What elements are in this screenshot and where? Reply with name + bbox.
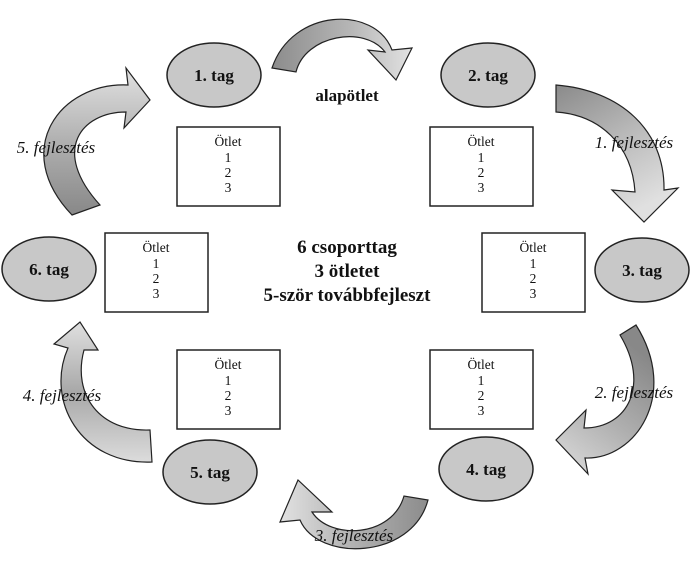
idea-item-1: 1 [225, 373, 232, 388]
member-3-label: 3. tag [622, 261, 662, 280]
arrow-fejlesztes-1 [555, 84, 680, 223]
step-label-fejlesztes-5: 5. fejlesztés [17, 138, 96, 157]
step-label-fejlesztes-1: 1. fejlesztés [595, 133, 674, 152]
step-label-fejlesztes-2: 2. fejlesztés [595, 383, 674, 402]
idea-item-3: 3 [225, 403, 232, 418]
member-1-label: 1. tag [194, 66, 234, 85]
idea-card-title: Ötlet [215, 357, 242, 372]
arrow-fejlesztes-5 [43, 65, 151, 216]
idea-item-1: 1 [530, 256, 537, 271]
idea-card-mid-right: Ötlet 1 2 3 [481, 232, 586, 313]
member-2: 2. tag [440, 42, 536, 108]
idea-card-bottom-right: Ötlet 1 2 3 [429, 349, 534, 430]
idea-card-top-right: Ötlet 1 2 3 [429, 126, 534, 207]
idea-item-1: 1 [225, 150, 232, 165]
step-label-fejlesztes-3: 3. fejlesztés [314, 526, 394, 545]
center-line-2: 3 ötletet [315, 261, 381, 282]
member-4-label: 4. tag [466, 460, 506, 479]
idea-card-title: Ötlet [143, 240, 170, 255]
idea-card-title: Ötlet [215, 134, 242, 149]
step-label-alapotlet: alapötlet [315, 86, 379, 105]
idea-card-title: Ötlet [520, 240, 547, 255]
idea-item-3: 3 [530, 286, 537, 301]
step-label-fejlesztes-4: 4. fejlesztés [23, 386, 102, 405]
member-2-label: 2. tag [468, 66, 508, 85]
idea-card-top-left: Ötlet 1 2 3 [176, 126, 281, 207]
idea-item-2: 2 [530, 271, 537, 286]
member-1: 1. tag [166, 42, 262, 108]
idea-item-2: 2 [478, 388, 485, 403]
arrow-fejlesztes-3 [279, 478, 429, 550]
center-line-1: 6 csoporttag [297, 237, 397, 258]
idea-item-3: 3 [478, 180, 485, 195]
idea-item-2: 2 [153, 271, 160, 286]
idea-item-1: 1 [478, 373, 485, 388]
idea-item-3: 3 [478, 403, 485, 418]
idea-item-3: 3 [225, 180, 232, 195]
member-4: 4. tag [438, 436, 534, 502]
idea-card-mid-left: Ötlet 1 2 3 [104, 232, 209, 313]
member-5: 5. tag [162, 439, 258, 505]
member-3: 3. tag [594, 237, 690, 303]
idea-item-1: 1 [478, 150, 485, 165]
arrow-fejlesztes-4 [52, 321, 153, 463]
idea-item-2: 2 [478, 165, 485, 180]
idea-item-2: 2 [225, 388, 232, 403]
member-5-label: 5. tag [190, 463, 230, 482]
arrow-alapotlet [271, 18, 414, 82]
idea-card-title: Ötlet [468, 357, 495, 372]
idea-item-1: 1 [153, 256, 160, 271]
idea-card-title: Ötlet [468, 134, 495, 149]
member-6-label: 6. tag [29, 260, 69, 279]
idea-item-2: 2 [225, 165, 232, 180]
member-6: 6. tag [1, 236, 97, 302]
idea-card-bottom-left: Ötlet 1 2 3 [176, 349, 281, 430]
idea-item-3: 3 [153, 286, 160, 301]
arrow-fejlesztes-2 [555, 324, 655, 476]
center-line-3: 5-ször továbbfejleszt [264, 285, 432, 306]
